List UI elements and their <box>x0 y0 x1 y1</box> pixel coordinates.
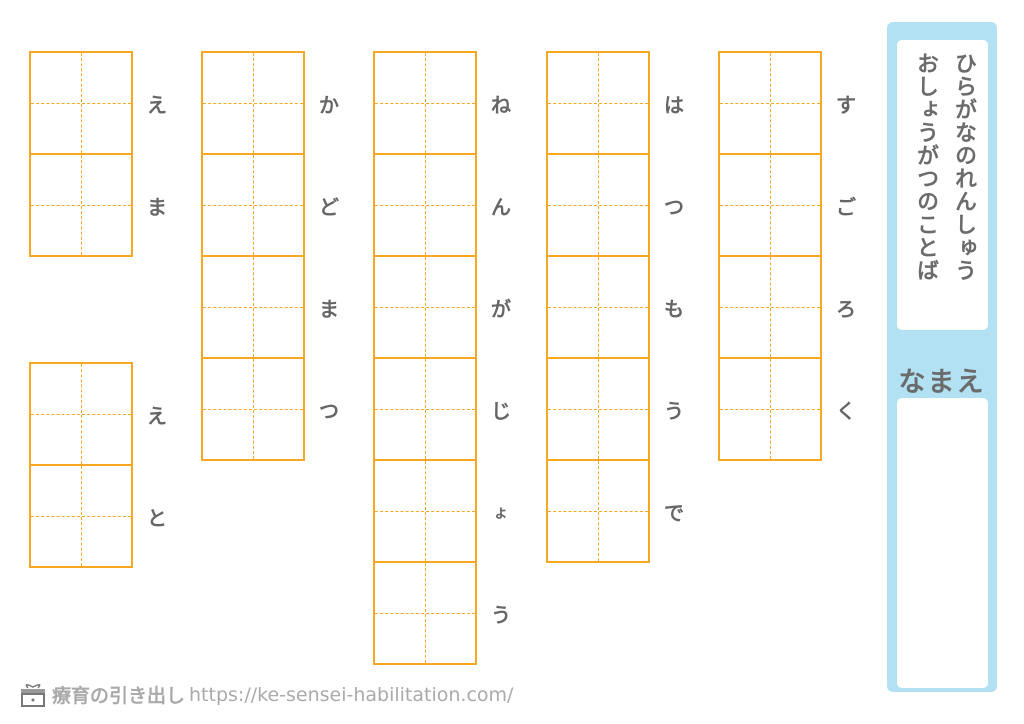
guide-line-horizontal <box>31 516 131 517</box>
guide-line-horizontal <box>548 307 648 308</box>
model-character: え <box>147 93 167 117</box>
model-character: ろ <box>836 297 856 321</box>
footer-brand: 療育の引き出し <box>52 685 186 707</box>
guide-line-horizontal <box>720 307 820 308</box>
writing-cell[interactable]: え <box>29 51 167 155</box>
writing-cell[interactable]: じ <box>373 357 511 461</box>
word-column-hatsumoude: はつもうで <box>546 51 684 563</box>
word-column-kadomatsu: かどまつ <box>201 51 339 461</box>
writing-cell[interactable]: う <box>546 357 684 461</box>
writing-cell[interactable]: つ <box>201 357 339 461</box>
word-column-eto: えと <box>29 362 167 568</box>
guide-line-horizontal <box>548 409 648 410</box>
title-panel: ひらがなのれんしゅう おしょうがつのことば なまえ <box>887 22 997 692</box>
name-label: なまえ <box>898 367 986 398</box>
writing-cell[interactable]: ね <box>373 51 511 155</box>
writing-cell[interactable]: と <box>29 464 167 568</box>
guide-line-horizontal <box>375 409 475 410</box>
model-character: で <box>664 501 684 525</box>
word-column-sugoroku: すごろく <box>718 51 856 461</box>
model-character: が <box>491 297 511 321</box>
writing-cell[interactable]: つ <box>546 153 684 257</box>
guide-line-horizontal <box>375 307 475 308</box>
guide-line-horizontal <box>203 205 303 206</box>
guide-line-horizontal <box>203 103 303 104</box>
writing-cell[interactable]: ご <box>718 153 856 257</box>
guide-line-horizontal <box>720 409 820 410</box>
guide-line-horizontal <box>375 205 475 206</box>
writing-cell[interactable]: が <box>373 255 511 359</box>
writing-cell[interactable]: か <box>201 51 339 155</box>
writing-cell[interactable]: は <box>546 51 684 155</box>
footer-url[interactable]: https://ke-sensei-habilitation.com/ <box>189 683 514 706</box>
guide-line-horizontal <box>375 103 475 104</box>
title-box: ひらがなのれんしゅう おしょうがつのことば <box>897 40 988 330</box>
guide-line-horizontal <box>548 103 648 104</box>
model-character: じ <box>491 399 511 423</box>
model-character: す <box>836 93 856 117</box>
model-character: か <box>319 93 339 117</box>
guide-line-horizontal <box>31 414 131 415</box>
model-character: ょ <box>493 503 509 521</box>
guide-line-horizontal <box>375 511 475 512</box>
title-line-2: おしょうがつのことば <box>913 52 938 282</box>
writing-cell[interactable]: え <box>29 362 167 466</box>
writing-cell[interactable]: ま <box>201 255 339 359</box>
title-line-1: ひらがなのれんしゅう <box>951 52 976 282</box>
model-character: と <box>147 506 167 530</box>
model-character: ご <box>836 195 856 219</box>
model-character: え <box>147 404 167 428</box>
guide-line-horizontal <box>720 205 820 206</box>
model-character: も <box>664 297 684 321</box>
writing-cell[interactable]: ど <box>201 153 339 257</box>
model-character: つ <box>319 399 339 423</box>
word-column-ema: えま <box>29 51 167 257</box>
gift-box-icon <box>21 683 45 707</box>
guide-line-horizontal <box>31 103 131 104</box>
writing-cell[interactable]: す <box>718 51 856 155</box>
writing-cell[interactable]: ょ <box>373 459 509 563</box>
model-character: ん <box>491 195 511 219</box>
model-character: つ <box>664 195 684 219</box>
guide-line-horizontal <box>548 511 648 512</box>
writing-cell[interactable]: ん <box>373 153 511 257</box>
writing-cell[interactable]: う <box>373 561 511 665</box>
guide-line-horizontal <box>548 205 648 206</box>
writing-cell[interactable]: ろ <box>718 255 856 359</box>
model-character: は <box>664 93 684 117</box>
model-character: ど <box>319 195 339 219</box>
word-column-nengajou: ねんがじょう <box>373 51 511 665</box>
model-character: ま <box>147 195 167 219</box>
model-character: う <box>491 603 511 627</box>
guide-line-horizontal <box>31 205 131 206</box>
guide-line-horizontal <box>375 613 475 614</box>
model-character: ま <box>319 297 339 321</box>
guide-line-horizontal <box>203 307 303 308</box>
writing-cell[interactable]: く <box>718 357 856 461</box>
model-character: ね <box>491 93 511 117</box>
model-character: く <box>836 399 856 423</box>
writing-cell[interactable]: も <box>546 255 684 359</box>
writing-cell[interactable]: で <box>546 459 684 563</box>
guide-line-horizontal <box>720 103 820 104</box>
guide-line-horizontal <box>203 409 303 410</box>
model-character: う <box>664 399 684 423</box>
name-field[interactable] <box>897 398 988 688</box>
writing-cell[interactable]: ま <box>29 153 167 257</box>
